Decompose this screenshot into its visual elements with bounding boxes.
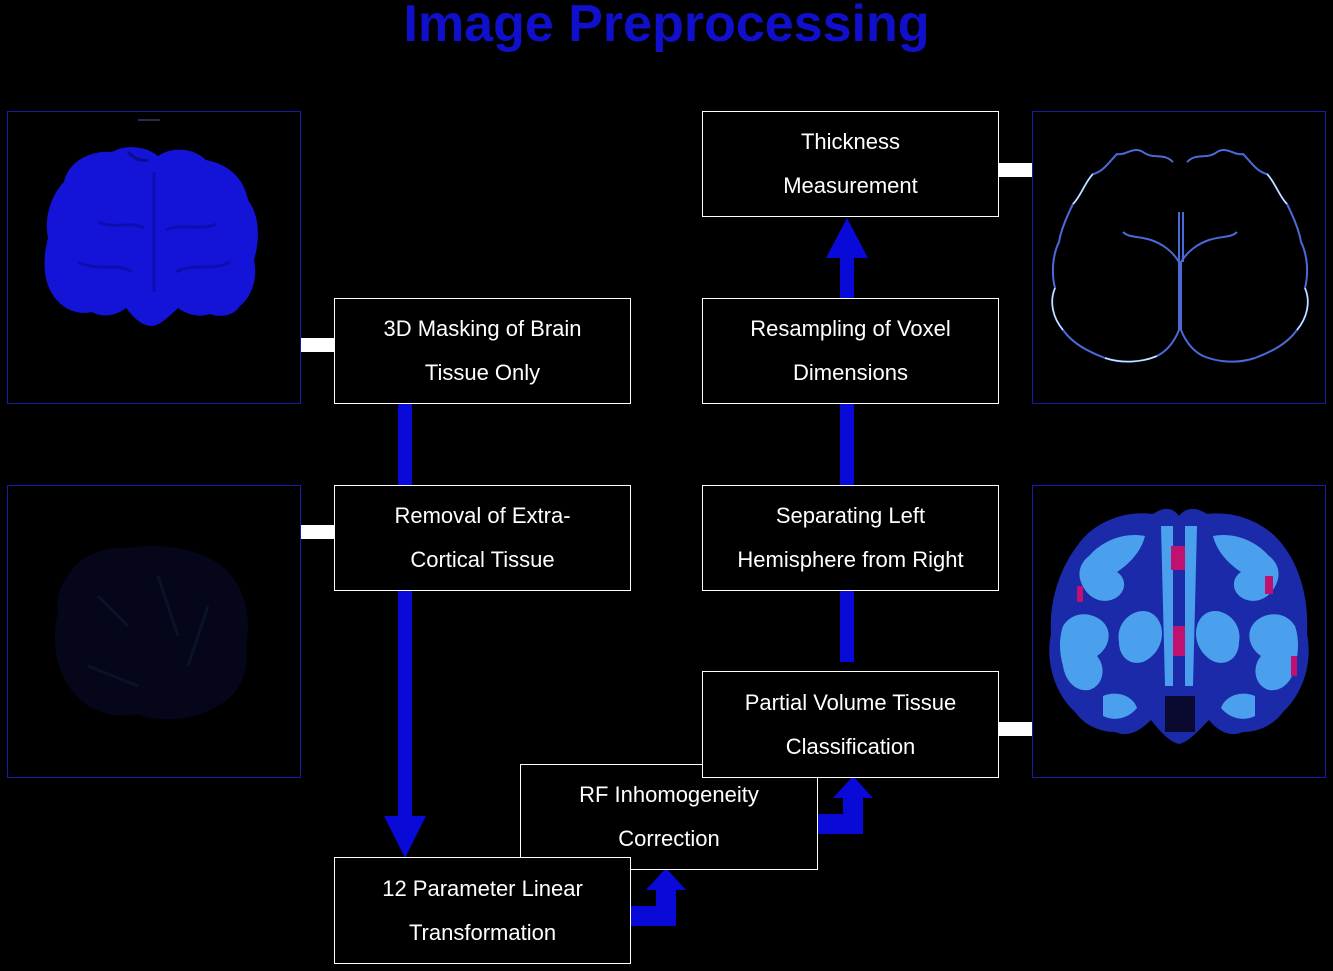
connector-removal: [301, 525, 335, 539]
step-rf-inhomogeneity: RF Inhomogeneity Correction: [520, 764, 818, 870]
step-thickness-line2: Measurement: [783, 173, 918, 198]
step-thickness-line1: Thickness: [800, 129, 901, 154]
thickness-image-panel: [1032, 111, 1326, 404]
step-linear-line1: 12 Parameter Linear: [382, 875, 583, 901]
connector-partial: [998, 722, 1032, 736]
thickness-image: [1051, 149, 1309, 363]
step-separating-line1: Separating Left: [775, 503, 926, 528]
step-resampling-voxel: Resampling of Voxel Dimensions: [702, 298, 999, 404]
step-3d-masking-line2: Tissue Only: [424, 360, 541, 385]
step-3d-masking: 3D Masking of Brain Tissue Only: [334, 298, 631, 404]
page-title: Image Preprocessing: [403, 0, 930, 53]
step-removal-line2: Cortical Tissue: [410, 547, 555, 572]
step-thickness-measurement: Thickness Measurement: [702, 111, 999, 217]
step-resampling-line1: Resampling of Voxel: [750, 316, 951, 341]
extra-cortical-image-panel: [7, 485, 301, 778]
extra-cortical-image: [54, 545, 248, 720]
step-linear-line2: Transformation: [408, 919, 557, 945]
step-separating-hemispheres: Separating Left Hemisphere from Right: [702, 485, 999, 591]
step-rf-line1: RF Inhomogeneity: [579, 782, 759, 807]
step-partial-volume: Partial Volume Tissue Classification: [702, 671, 999, 778]
step-linear-transformation: 12 Parameter Linear Transformation: [334, 857, 631, 964]
arrow-shaft-left: [398, 404, 412, 818]
arrow-head-up: [826, 218, 868, 258]
step-rf-line2: Correction: [618, 826, 720, 851]
classification-image: [1049, 508, 1309, 744]
connector-thickness: [998, 163, 1032, 177]
connector-masking: [301, 338, 335, 352]
arrow-head-down: [384, 816, 426, 858]
step-separating-line2: Hemisphere from Right: [737, 547, 964, 572]
step-resampling-line2: Dimensions: [793, 360, 908, 385]
step-removal-extra-cortical: Removal of Extra- Cortical Tissue: [334, 485, 631, 591]
step-partial-line2: Classification: [785, 733, 916, 759]
classification-image-panel: [1032, 485, 1326, 778]
step-3d-masking-line1: 3D Masking of Brain: [383, 316, 582, 341]
step-partial-line1: Partial Volume Tissue: [744, 689, 957, 715]
step-removal-line1: Removal of Extra-: [394, 503, 571, 528]
brain-mask-image-panel: [7, 111, 301, 404]
brain-mask-image: [44, 119, 258, 326]
